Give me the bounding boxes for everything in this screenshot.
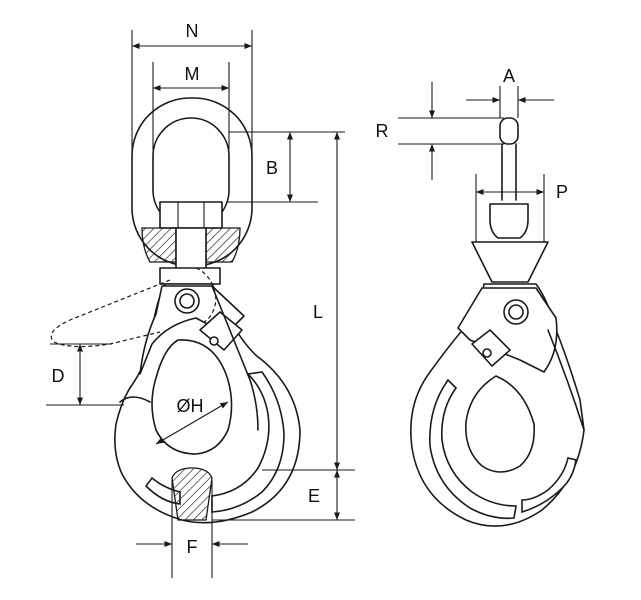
dim-label-p: P [556, 182, 568, 202]
dim-label-r: R [376, 121, 389, 141]
safety-latch [139, 285, 245, 375]
dim-label-e: E [308, 486, 320, 506]
swivel-shank [175, 227, 207, 273]
side-hook-throat [465, 375, 536, 473]
dim-label-h: ØH [177, 396, 204, 416]
latch-open-outline [50, 279, 171, 348]
swivel-nut [159, 201, 223, 229]
swivel-collar [159, 267, 221, 285]
dim-label-m: M [185, 64, 200, 84]
side-view [410, 117, 585, 527]
dim-label-a: A [503, 66, 515, 86]
front-view [50, 97, 301, 524]
side-latch-trigger [471, 329, 511, 367]
dim-label-b: B [266, 158, 278, 178]
dim-label-f: F [187, 537, 198, 557]
dim-label-d: D [52, 366, 65, 386]
dim-label-l: L [313, 302, 323, 322]
eye-base-section [141, 227, 177, 263]
front-dimensions: N M B L E D ØH F [46, 21, 355, 578]
side-hook-slot [429, 378, 517, 520]
side-neck [489, 203, 529, 239]
hook-base-section [171, 467, 213, 521]
side-collar [471, 241, 549, 283]
side-eye-edge [499, 117, 519, 145]
side-dimensions: A R P [376, 66, 568, 242]
dim-label-n: N [186, 21, 199, 41]
